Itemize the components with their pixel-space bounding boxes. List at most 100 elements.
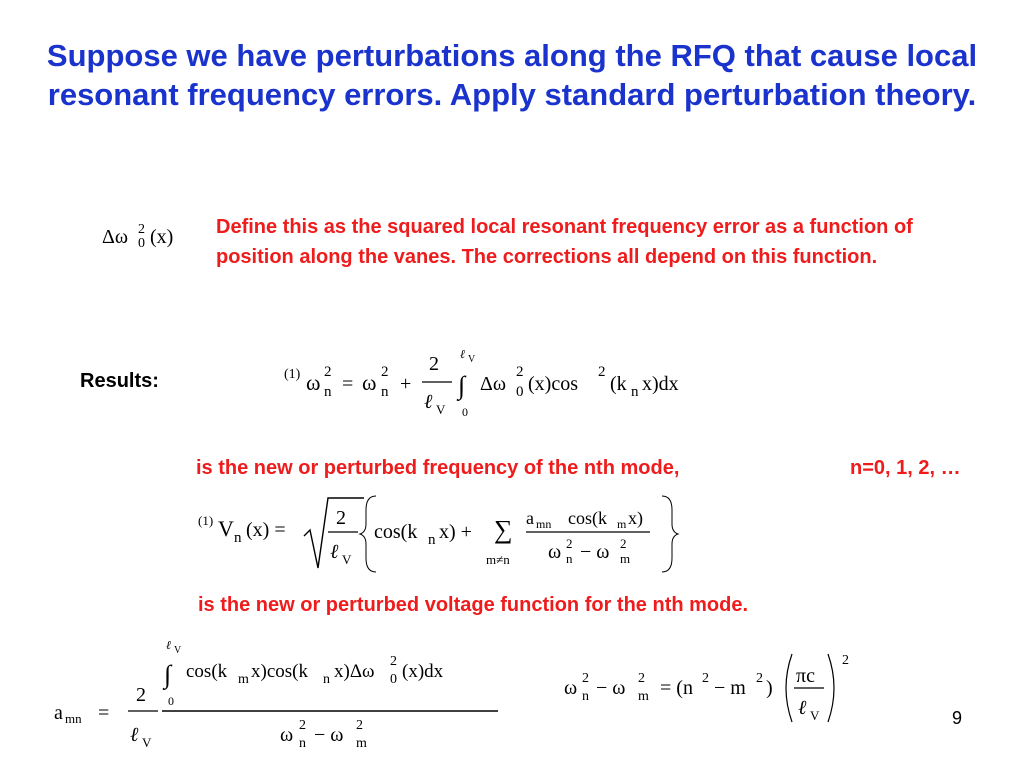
svg-text:2: 2 — [336, 507, 346, 529]
svg-text:2: 2 — [429, 353, 439, 375]
svg-text:2: 2 — [356, 718, 363, 733]
svg-text:− ω: − ω — [580, 541, 609, 563]
svg-text:∫: ∫ — [162, 660, 173, 690]
svg-text:ℓ: ℓ — [424, 391, 433, 413]
svg-text:cos(k: cos(k — [568, 508, 607, 529]
svg-text:x) +: x) + — [439, 521, 472, 543]
svg-text:n: n — [631, 384, 639, 400]
frequency-equation: (1) ω 2 n = ω 2 n + 2 ℓ V ℓ V ∫ 0 Δω 2 0… — [282, 340, 712, 435]
svg-text:ℓ: ℓ — [130, 724, 139, 746]
svg-text:x): x) — [628, 508, 643, 529]
voltage-equation-svg: (1) V n (x) = 2 ℓ V cos(k n x) + ∑ m≠n a… — [198, 495, 680, 573]
svg-text:2: 2 — [756, 671, 763, 686]
slide-title: Suppose we have perturbations along the … — [46, 38, 978, 112]
definition-note: Define this as the squared local resonan… — [216, 216, 913, 268]
svg-text:(1): (1) — [198, 513, 213, 528]
svg-text:=: = — [98, 702, 109, 724]
svg-text:2: 2 — [620, 536, 627, 551]
svg-text:cos(k: cos(k — [186, 661, 228, 682]
svg-text:V: V — [810, 708, 820, 723]
svg-text:∫: ∫ — [456, 371, 467, 401]
svg-text:n: n — [582, 689, 589, 704]
svg-text:(x): (x) — [150, 226, 173, 248]
page-number: 9 — [951, 708, 962, 728]
svg-text:n: n — [234, 530, 242, 546]
svg-text:=: = — [342, 373, 353, 395]
voltage-equation: (1) V n (x) = 2 ℓ V cos(k n x) + ∑ m≠n a… — [196, 490, 696, 580]
mode-spacing-equation: ω 2 n − ω 2 m = (n 2 − m 2 ) πc ℓ V 2 — [562, 648, 862, 733]
voltage-note: is the new or perturbed voltage function… — [198, 594, 749, 616]
svg-text:ω: ω — [362, 370, 376, 395]
results-label: Results: — [80, 370, 159, 392]
svg-text:n: n — [299, 736, 306, 751]
svg-text:(x)cos: (x)cos — [528, 373, 578, 395]
svg-text:0: 0 — [390, 672, 397, 687]
svg-text:2: 2 — [138, 222, 145, 237]
svg-text:n: n — [324, 384, 332, 400]
svg-text:m: m — [617, 517, 627, 531]
svg-text:): ) — [766, 677, 773, 699]
svg-text:2: 2 — [136, 684, 146, 706]
svg-text:2: 2 — [516, 364, 524, 380]
svg-text:a: a — [54, 702, 63, 724]
svg-text:ω: ω — [306, 370, 320, 395]
svg-text:(x) =: (x) = — [246, 519, 286, 541]
frequency-note: is the new or perturbed frequency of the… — [196, 457, 680, 479]
svg-text:V: V — [218, 516, 234, 541]
amn-equation: a mn = 2 ℓ V ℓ V ∫ 0 cos(k m x)cos(k n x… — [52, 635, 512, 760]
svg-text:n: n — [428, 532, 436, 548]
svg-text:πc: πc — [796, 665, 815, 687]
svg-text:ω: ω — [548, 541, 561, 563]
svg-text:V: V — [174, 645, 182, 656]
svg-text:2: 2 — [582, 671, 589, 686]
svg-text:0: 0 — [462, 405, 468, 419]
delta-omega-equation: Δω 2 0 (x) — [100, 215, 200, 260]
svg-text:Δω: Δω — [480, 373, 506, 395]
svg-text:ℓ: ℓ — [798, 697, 807, 719]
svg-text:= (n: = (n — [660, 677, 693, 699]
svg-text:0: 0 — [516, 384, 524, 400]
svg-text:x)dx: x)dx — [642, 373, 679, 395]
svg-text:(x)dx: (x)dx — [402, 661, 444, 682]
svg-text:n: n — [566, 551, 573, 566]
svg-text:ω: ω — [564, 677, 577, 699]
svg-text:0: 0 — [138, 236, 145, 251]
mode-spacing-equation-svg: ω 2 n − ω 2 m = (n 2 − m 2 ) πc ℓ V 2 — [564, 653, 849, 723]
svg-text:0: 0 — [168, 694, 174, 708]
svg-text:ℓ: ℓ — [330, 541, 339, 563]
svg-text:− ω: − ω — [596, 677, 625, 699]
svg-text:2: 2 — [638, 671, 645, 686]
frequency-equation-svg: (1) ω 2 n = ω 2 n + 2 ℓ V ℓ V ∫ 0 Δω 2 0… — [284, 347, 679, 419]
svg-text:V: V — [468, 354, 476, 365]
svg-text:n: n — [323, 672, 330, 687]
svg-text:ℓ: ℓ — [460, 347, 465, 361]
svg-text:2: 2 — [566, 536, 573, 551]
svg-text:(1): (1) — [284, 367, 301, 382]
svg-text:a: a — [526, 508, 534, 528]
svg-text:x)Δω: x)Δω — [334, 661, 375, 682]
svg-text:V: V — [436, 402, 446, 417]
svg-text:m: m — [620, 551, 630, 566]
svg-text:− ω: − ω — [314, 724, 343, 746]
svg-text:2: 2 — [702, 671, 709, 686]
svg-text:+: + — [400, 373, 411, 395]
svg-text:− m: − m — [714, 677, 746, 699]
svg-text:2: 2 — [598, 364, 606, 380]
svg-text:mn: mn — [536, 517, 551, 531]
svg-text:2: 2 — [324, 364, 332, 380]
svg-text:m: m — [356, 736, 367, 751]
amn-equation-svg: a mn = 2 ℓ V ℓ V ∫ 0 cos(k m x)cos(k n x… — [54, 638, 498, 751]
svg-text:V: V — [342, 552, 352, 567]
svg-text:ℓ: ℓ — [166, 638, 171, 652]
svg-text:2: 2 — [381, 364, 389, 380]
delta-omega-svg: Δω 2 0 (x) — [102, 222, 173, 251]
svg-text:2: 2 — [299, 718, 306, 733]
svg-text:V: V — [142, 735, 152, 750]
svg-text:cos(k: cos(k — [374, 521, 417, 543]
svg-text:∑: ∑ — [494, 515, 513, 544]
svg-text:x)cos(k: x)cos(k — [251, 661, 308, 682]
mode-index: n=0, 1, 2, … — [850, 457, 961, 479]
svg-text:(k: (k — [610, 373, 627, 395]
svg-text:2: 2 — [390, 654, 397, 669]
svg-text:ω: ω — [280, 724, 293, 746]
